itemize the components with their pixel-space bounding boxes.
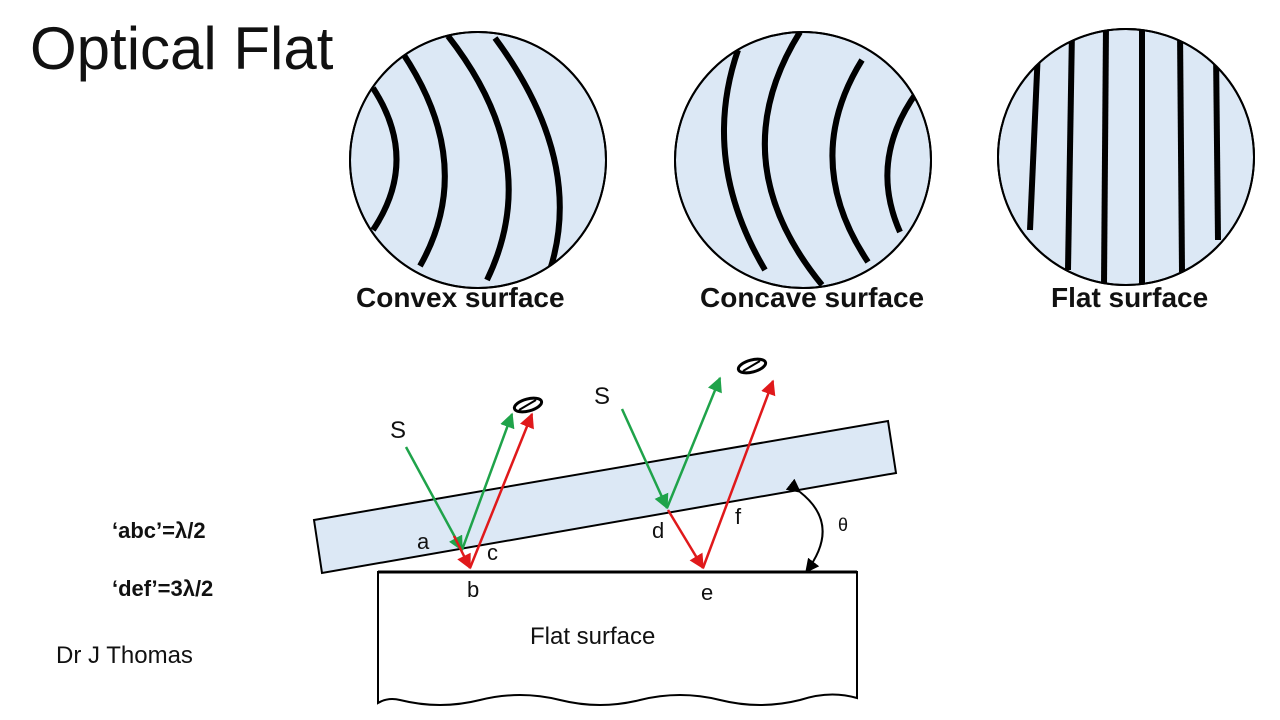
- incident-ray-1: [404, 446, 464, 552]
- angle-arc: [785, 478, 824, 574]
- point-label-b: b: [467, 577, 479, 602]
- source-label-2: S: [594, 383, 610, 410]
- concave-fringe-circle: [674, 31, 932, 289]
- convex-fringe-circle: [349, 31, 607, 289]
- convex-caption: Convex surface: [356, 282, 565, 313]
- reflected-green-ray-1: [460, 412, 515, 551]
- eye-icon: [736, 357, 768, 375]
- point-label-f: f: [735, 504, 742, 529]
- concave-caption: Concave surface: [700, 282, 925, 313]
- def-equation: ‘def’=3λ/2: [112, 576, 214, 601]
- flat-fringe-circle: [997, 28, 1255, 286]
- source-label-1: S: [390, 417, 406, 444]
- point-label-d: d: [652, 518, 664, 543]
- reflected-green-ray-2: [665, 376, 722, 509]
- transmitted-red-ray-2: [666, 509, 705, 570]
- incident-ray-2: [620, 408, 669, 510]
- point-label-c: c: [487, 540, 498, 565]
- reflected-red-ray-1: [468, 412, 534, 569]
- flat-base-block: [377, 571, 858, 706]
- theta-label: θ: [838, 515, 848, 535]
- author-credit: Dr J Thomas: [56, 642, 193, 669]
- reflected-red-ray-2: [701, 379, 776, 569]
- flat-caption: Flat surface: [1051, 282, 1209, 313]
- point-label-a: a: [417, 529, 430, 554]
- abc-equation: ‘abc’=λ/2: [112, 518, 206, 543]
- base-label: Flat surface: [530, 623, 655, 650]
- slide-title: Optical Flat: [30, 15, 334, 82]
- transmitted-red-ray-1: [452, 535, 472, 570]
- eye-icon: [512, 396, 544, 414]
- point-label-e: e: [701, 580, 713, 605]
